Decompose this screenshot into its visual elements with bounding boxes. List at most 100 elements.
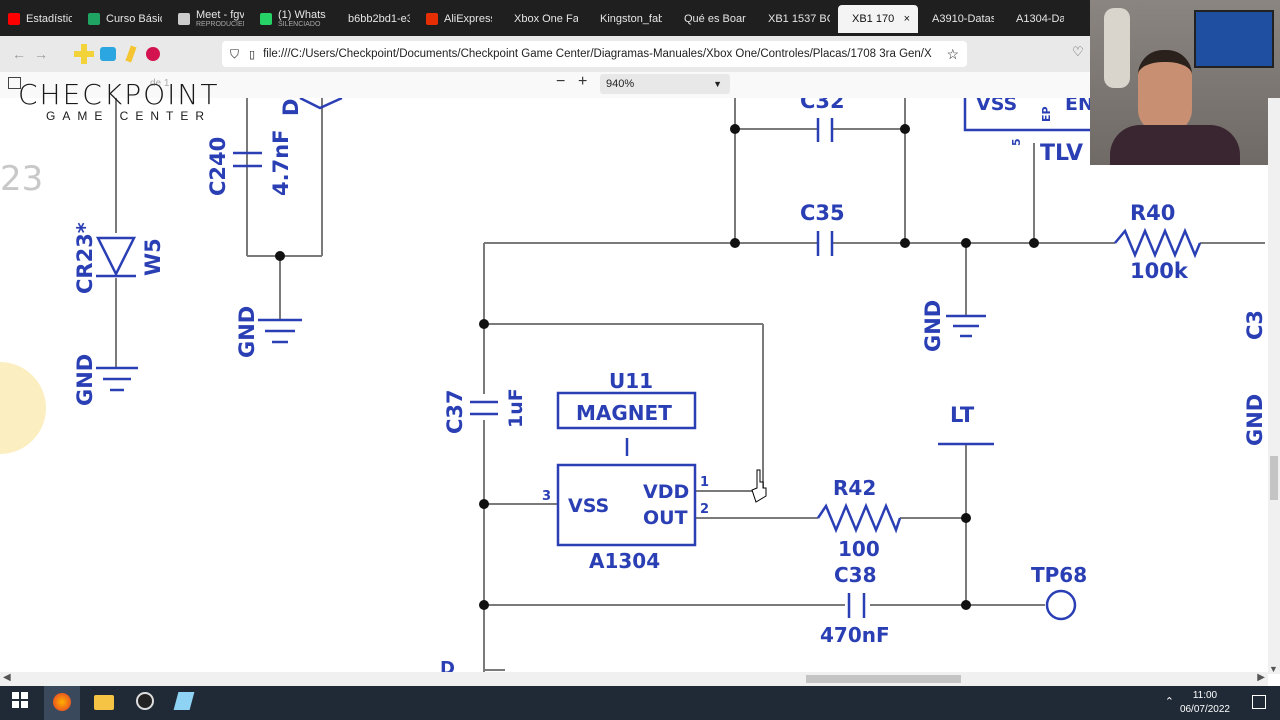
label-cr23: CR23* [73, 222, 97, 294]
notes-app-icon[interactable] [173, 692, 198, 714]
browser-tab[interactable]: A1304-Datash [1002, 5, 1072, 33]
browser-tab[interactable]: AliExpress [418, 5, 500, 33]
close-tab-icon[interactable]: × [903, 13, 910, 25]
browser-nav-bar: ← → ⛉ ▯ file:///C:/Users/Checkpoint/Docu… [0, 36, 1280, 72]
tab-title: A1304-Datash [1016, 13, 1064, 25]
clock-time: 11:00 [1192, 690, 1218, 701]
logo-subtitle: GAME CENTER [46, 109, 212, 123]
label-c240: C240 [206, 137, 230, 196]
pdf-schematic-canvas[interactable]: C32 C35 R40 100k VSS EN EP TLV 5 23 C240… [0, 98, 1268, 674]
horizontal-scrollbar[interactable]: ◀ ▶ [0, 672, 1268, 686]
person-head [1138, 50, 1192, 132]
back-arrow-icon[interactable]: ← [12, 46, 26, 62]
tab-label: XB1 1537 BOT [768, 13, 830, 25]
zoom-out-button[interactable]: − [556, 73, 566, 90]
clock-date: 06/07/2022 [1179, 704, 1230, 715]
tab-title: Curso Básic [106, 13, 162, 25]
windows-taskbar: ⌃ 11:00 06/07/2022 [0, 686, 1280, 720]
pocket-icon[interactable]: ♡ [1072, 44, 1084, 59]
extension-icons[interactable] [74, 44, 160, 64]
label-gnd-2: GND [235, 306, 259, 358]
browser-tab[interactable]: b6bb2bd1-e3f [334, 5, 418, 33]
tab-label: Curso Básic [106, 13, 162, 25]
home-extension-icon[interactable] [100, 47, 116, 61]
obs-icon[interactable] [136, 692, 158, 714]
label-w5: W5 [141, 238, 165, 276]
tab-label: Xbox One Fat S [514, 13, 578, 25]
whatsapp-icon [260, 13, 272, 25]
browser-tab[interactable]: Curso Básic [80, 5, 170, 33]
sidebar-toggle-icon[interactable] [8, 77, 21, 89]
label-d-bottom: D [440, 658, 455, 674]
label-u11: U11 [609, 369, 653, 393]
zoom-in-button[interactable]: + [578, 73, 588, 90]
file-explorer-icon[interactable] [94, 692, 116, 714]
label-c38-value: 470nF [820, 623, 890, 647]
plus-extension-icon[interactable] [74, 44, 94, 64]
label-out: OUT [643, 507, 688, 529]
label-vss-top: VSS [976, 98, 1017, 115]
label-gnd-3: GND [921, 300, 945, 352]
url-text[interactable]: file:///C:/Users/Checkpoint/Documents/Ch… [263, 48, 932, 60]
scroll-down-arrow-icon[interactable]: ▼ [1269, 664, 1278, 674]
person-shirt [1110, 125, 1240, 165]
browser-tab[interactable]: (1) WhatsASILENCIADO [252, 5, 334, 33]
label-vdd: VDD [643, 481, 689, 503]
firefox-icon[interactable] [44, 686, 80, 720]
hand-cursor-icon [751, 469, 767, 503]
tab-label: b6bb2bd1-e3f [348, 13, 410, 25]
horizontal-scroll-thumb[interactable] [806, 675, 961, 683]
vertical-scroll-thumb[interactable] [1270, 456, 1278, 500]
label-r42: R42 [833, 476, 876, 500]
speaker-icon [178, 13, 190, 25]
forward-arrow-icon[interactable]: → [34, 46, 48, 62]
label-c35: C35 [800, 201, 845, 225]
page-icon: ▯ [249, 48, 256, 61]
system-clock[interactable]: 11:00 06/07/2022 [1180, 689, 1230, 717]
label-c37: C37 [443, 389, 467, 434]
notification-icon[interactable] [1252, 695, 1266, 709]
browser-tab[interactable]: XB1 1537 BOT [754, 5, 838, 33]
label-c32: C32 [800, 98, 845, 113]
zoom-select[interactable]: 940% ▼ [600, 74, 730, 94]
tab-title: Kingston_fabG [600, 13, 662, 25]
tab-title: Qué es BoardV [684, 13, 746, 25]
browser-tab[interactable]: Xbox One Fat S [500, 5, 586, 33]
windows-start-icon[interactable] [12, 692, 34, 714]
scroll-right-arrow-icon[interactable]: ▶ [1257, 672, 1265, 683]
tab-label: (1) WhatsASILENCIADO [278, 9, 326, 29]
classroom-icon [88, 13, 100, 25]
label-r40-value: 100k [1130, 259, 1189, 283]
label-vss: VSS [568, 495, 609, 517]
tray-chevron-up-icon[interactable]: ⌃ [1164, 696, 1174, 708]
label-c38: C38 [834, 563, 877, 587]
star-icon[interactable]: ☆ [946, 45, 959, 62]
tab-label: A1304-Datash [1016, 13, 1064, 25]
pencil-extension-icon[interactable] [125, 45, 137, 63]
label-d-left: D [279, 99, 303, 116]
tab-title: XB1 1708 BC [852, 13, 894, 25]
browser-tab[interactable]: XB1 1708 BC × [838, 5, 918, 33]
tab-title: Xbox One Fat S [514, 13, 578, 25]
label-r42-value: 100 [838, 537, 880, 561]
label-lt: LT [950, 403, 975, 427]
label-r40: R40 [1130, 201, 1175, 225]
shield-icon[interactable]: ⛉ [230, 46, 240, 61]
browser-tab[interactable]: A3910-Datash [918, 5, 1002, 33]
tab-title: Estadística [26, 13, 72, 25]
browser-tab[interactable]: Qué es BoardV [670, 5, 754, 33]
label-c3x: C3 [1243, 310, 1267, 340]
frame-decoration [1194, 10, 1274, 68]
scroll-left-arrow-icon[interactable]: ◀ [3, 672, 11, 683]
tab-status: REPRODUCIEN [196, 21, 244, 28]
record-extension-icon[interactable] [146, 47, 160, 61]
youtube-icon [8, 13, 20, 25]
label-a1304: A1304 [589, 549, 660, 573]
browser-tab[interactable]: Kingston_fabG [586, 5, 670, 33]
vertical-scrollbar[interactable]: ▼ [1268, 98, 1280, 674]
tab-label: Kingston_fabG [600, 13, 662, 25]
browser-tab[interactable]: Estadística [0, 5, 80, 33]
label-en: EN [1065, 98, 1094, 115]
url-bar[interactable]: ⛉ ▯ file:///C:/Users/Checkpoint/Document… [222, 41, 967, 67]
